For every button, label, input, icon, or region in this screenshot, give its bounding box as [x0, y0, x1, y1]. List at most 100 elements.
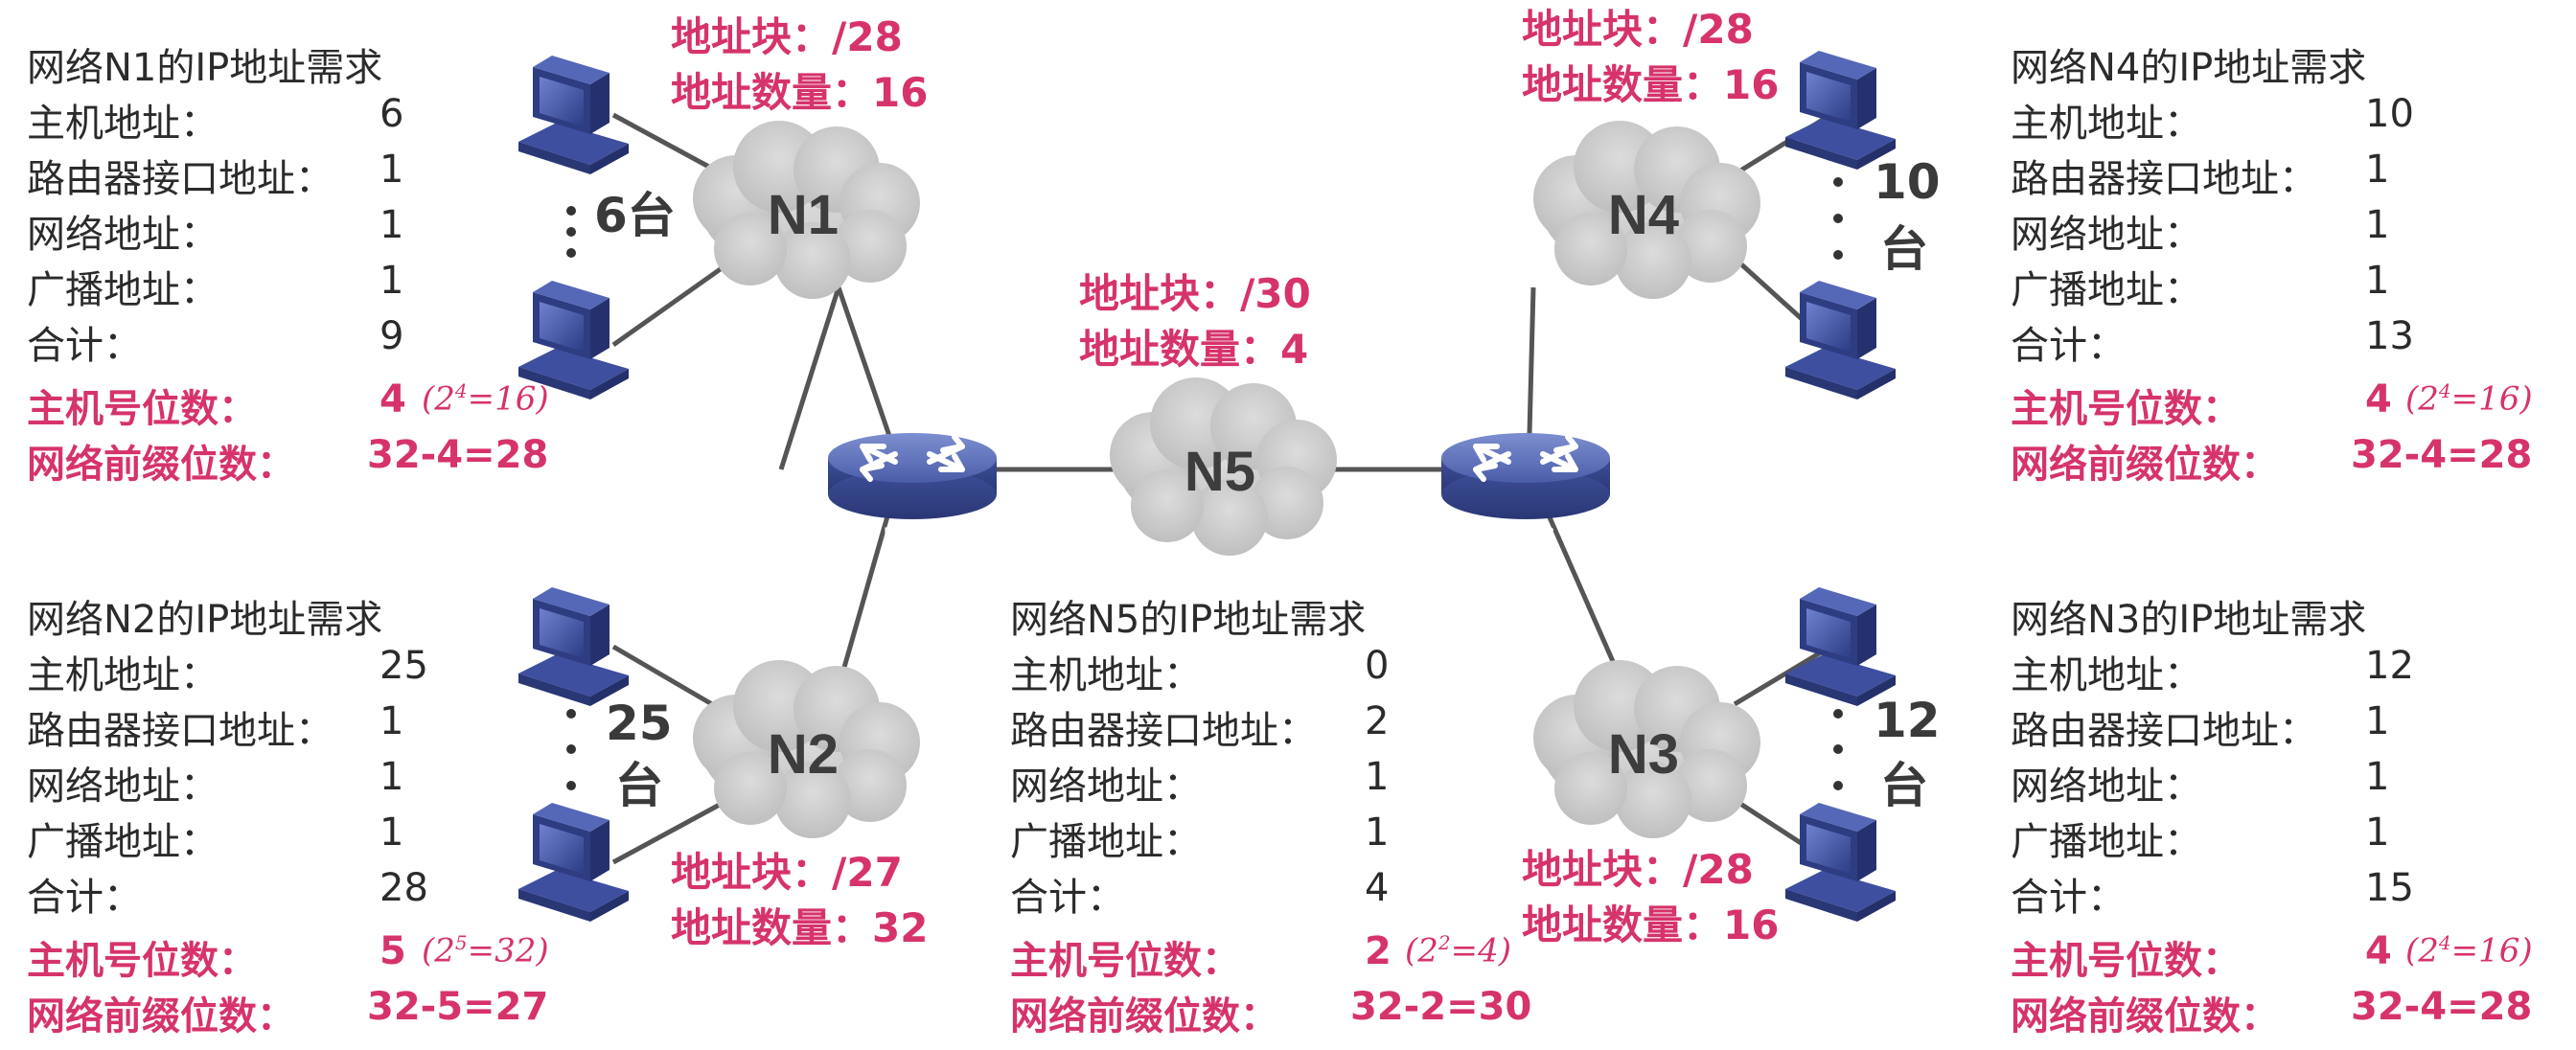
label-host-addr: 主机地址： [2011, 102, 2202, 146]
router-label-left: ROUTER [884, 524, 940, 539]
pc-icon [1785, 51, 1896, 170]
pc-ellipsis-dots [566, 177, 1843, 790]
value-net-addr: 1 [380, 203, 404, 247]
cloud-label-n4: N4 [1608, 184, 1679, 246]
label-net-addr: 网络地址： [2011, 213, 2202, 257]
value-host-addr: 12 [2365, 644, 2414, 688]
block-size-n3: 地址块：/28 [1522, 846, 1754, 893]
note-rest: =32) [467, 931, 549, 970]
label-prefix-bits: 网络前缀位数： [27, 994, 295, 1039]
label-total: 合计： [2011, 324, 2126, 368]
label-total: 合计： [1010, 876, 1125, 920]
value-prefix-bits: 32-5=27 [367, 985, 549, 1029]
host-count-n2-number: 25 [606, 696, 673, 751]
label-host-addr: 主机地址： [2011, 653, 2202, 697]
host-bits-note: (24=16) [2405, 379, 2533, 418]
value-bcast-addr: 1 [380, 259, 404, 303]
value-bcast-addr: 1 [380, 810, 404, 855]
value-host-bits: 2 [1365, 929, 1392, 973]
block-label-n4: 地址块：/28 地址数量：16 [1522, 10, 1779, 121]
requirements-title-n4: 网络N4的IP地址需求 [2011, 46, 2367, 90]
note-rest: =4) [1450, 931, 1512, 970]
router-label-right: ROUTER [1497, 524, 1553, 539]
note-base: (2 [2405, 931, 2439, 970]
label-bcast-addr: 广播地址： [1010, 820, 1202, 864]
requirements-title-n2: 网络N2的IP地址需求 [27, 598, 383, 642]
note-exponent: 2 [1438, 931, 1451, 954]
requirements-title-n3: 网络N3的IP地址需求 [2011, 598, 2367, 642]
value-host-bits: 4 [380, 377, 406, 422]
label-net-addr: 网络地址： [2011, 765, 2202, 809]
label-host-addr: 主机地址： [27, 102, 218, 146]
address-count-n5: 地址数量：4 [1079, 326, 1309, 373]
value-net-addr: 1 [380, 755, 404, 799]
value-router-if: 2 [1365, 699, 1390, 743]
requirements-n2: 网络N2的IP地址需求 主机地址：25 路由器接口地址：1 网络地址：1 广播地… [27, 588, 564, 1039]
label-prefix-bits: 网络前缀位数： [2011, 994, 2279, 1039]
router-icon-right [1441, 433, 1610, 519]
label-prefix-bits: 网络前缀位数： [1010, 994, 1278, 1039]
value-host-addr: 25 [380, 644, 428, 688]
requirements-title-n5: 网络N5的IP地址需求 [1010, 598, 1367, 642]
note-base: (2 [2405, 379, 2439, 419]
pc-icon [1785, 587, 1896, 706]
label-total: 合计： [27, 876, 142, 920]
note-exponent: 4 [2438, 379, 2451, 402]
label-router-if: 路由器接口地址： [2011, 157, 2317, 201]
label-bcast-addr: 广播地址： [2011, 820, 2202, 864]
requirements-n4: 网络N4的IP地址需求 主机地址：10 路由器接口地址：1 网络地址：1 广播地… [2011, 36, 2557, 487]
value-total: 9 [380, 314, 404, 358]
value-prefix-bits: 32-4=28 [2351, 985, 2533, 1029]
value-router-if: 1 [2365, 699, 2390, 743]
label-net-addr: 网络地址： [27, 213, 218, 257]
label-host-bits: 主机号位数： [2011, 939, 2241, 983]
requirements-n3: 网络N3的IP地址需求 主机地址：12 路由器接口地址：1 网络地址：1 广播地… [2011, 588, 2557, 1039]
requirements-title-n1: 网络N1的IP地址需求 [27, 46, 383, 90]
note-exponent: 5 [454, 931, 468, 954]
label-net-addr: 网络地址： [27, 765, 218, 809]
value-bcast-addr: 1 [2365, 259, 2390, 303]
block-label-n2: 地址块：/27 地址数量：32 [671, 853, 928, 964]
label-router-if: 路由器接口地址： [2011, 709, 2317, 753]
note-base: (2 [422, 931, 455, 970]
block-label-n1: 地址块：/28 地址数量：16 [671, 17, 928, 128]
value-total: 13 [2365, 314, 2414, 358]
value-router-if: 1 [380, 699, 404, 743]
address-count-n1: 地址数量：16 [671, 69, 929, 116]
value-prefix-bits: 32-4=28 [2351, 433, 2533, 477]
label-host-bits: 主机号位数： [27, 939, 257, 983]
value-net-addr: 1 [1365, 755, 1390, 799]
requirements-n5: 网络N5的IP地址需求 主机地址：0 路由器接口地址：2 网络地址：1 广播地址… [1010, 588, 1547, 1039]
block-size-n1: 地址块：/28 [671, 13, 903, 60]
value-net-addr: 1 [2365, 203, 2390, 247]
address-count-n4: 地址数量：16 [1522, 61, 1780, 108]
note-exponent: 4 [2438, 931, 2451, 954]
note-exponent: 4 [454, 379, 468, 402]
value-host-addr: 6 [380, 92, 404, 136]
label-bcast-addr: 广播地址： [2011, 268, 2202, 312]
value-prefix-bits: 32-2=30 [1350, 985, 1532, 1029]
label-net-addr: 网络地址： [1010, 765, 1202, 809]
pc-icon [1785, 803, 1896, 922]
host-bits-note: (22=4) [1405, 931, 1511, 970]
label-router-if: 路由器接口地址： [27, 157, 334, 201]
label-prefix-bits: 网络前缀位数： [27, 443, 295, 487]
value-host-addr: 0 [1365, 644, 1390, 688]
block-size-n2: 地址块：/27 [671, 849, 903, 896]
host-count-n3-unit: 台 [1880, 758, 1928, 813]
cloud-label-n1: N1 [768, 184, 839, 246]
host-count-n3-number: 12 [1874, 693, 1941, 748]
block-size-n4: 地址块：/28 [1522, 6, 1754, 53]
label-host-addr: 主机地址： [1010, 653, 1202, 697]
value-host-bits: 4 [2365, 929, 2392, 973]
host-bits-note: (24=16) [2405, 931, 2533, 970]
value-total: 15 [2365, 866, 2414, 910]
host-count-n1: 6台 [594, 188, 676, 243]
label-bcast-addr: 广播地址： [27, 820, 218, 864]
value-total: 28 [380, 866, 428, 910]
value-total: 4 [1365, 866, 1390, 910]
label-prefix-bits: 网络前缀位数： [2011, 443, 2279, 487]
value-bcast-addr: 1 [1365, 810, 1390, 855]
host-bits-note: (24=16) [422, 379, 549, 418]
value-host-bits: 4 [2365, 377, 2392, 422]
